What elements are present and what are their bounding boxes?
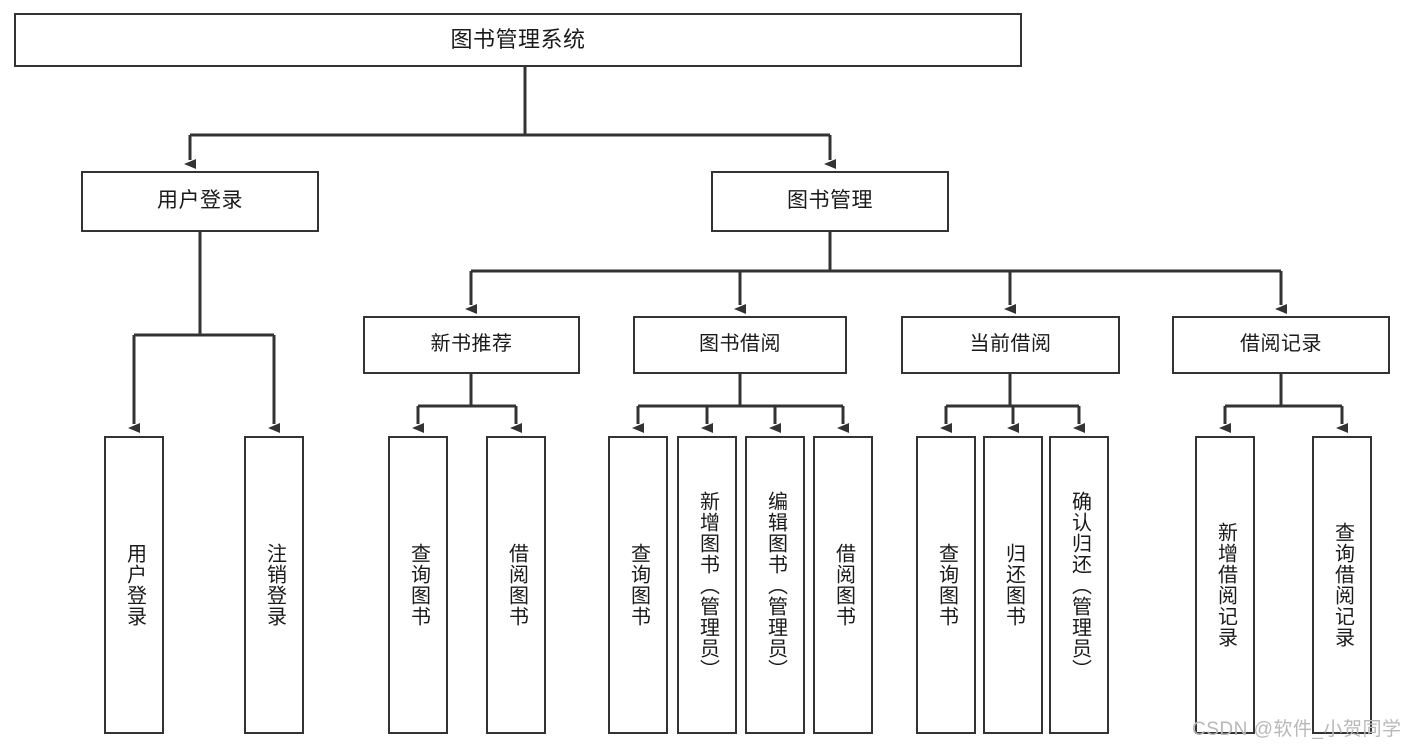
node-leaf-query-record[interactable]: 查询借阅记录 (1312, 436, 1372, 734)
node-user-login-label: 用户登录 (157, 189, 243, 213)
watermark: CSDN @软件_小贺同学 (1192, 719, 1402, 740)
node-leaf-return-book[interactable]: 归还图书 (983, 436, 1043, 734)
node-leaf-user-login[interactable]: 用户登录 (104, 436, 164, 734)
node-leaf-user-login-label: 用户登录 (123, 543, 146, 627)
node-leaf-query-record-label: 查询借阅记录 (1331, 522, 1354, 648)
node-leaf-edit-book-label: 编辑图书（管理员） (764, 490, 787, 680)
node-borrow-record-label: 借阅记录 (1240, 333, 1322, 356)
node-leaf-query-book-rec[interactable]: 查询图书 (388, 436, 448, 734)
node-leaf-borrow-book-rec[interactable]: 借阅图书 (486, 436, 546, 734)
node-borrow-record[interactable]: 借阅记录 (1172, 316, 1390, 374)
node-leaf-confirm-return[interactable]: 确认归还（管理员） (1049, 436, 1109, 734)
node-leaf-query-book-bor-label: 查询图书 (627, 543, 650, 627)
node-leaf-borrow-book[interactable]: 借阅图书 (813, 436, 873, 734)
node-new-book-rec-label: 新书推荐 (430, 333, 513, 356)
node-leaf-add-book[interactable]: 新增图书（管理员） (677, 436, 737, 734)
node-leaf-query-book-rec-label: 查询图书 (407, 543, 430, 627)
node-leaf-add-record-label: 新增借阅记录 (1214, 522, 1237, 648)
node-leaf-logout[interactable]: 注销登录 (244, 436, 304, 734)
node-leaf-borrow-book-rec-label: 借阅图书 (505, 543, 528, 627)
node-leaf-query-book-cur-label: 查询图书 (935, 543, 958, 627)
node-leaf-add-book-label: 新增图书（管理员） (696, 490, 719, 680)
node-leaf-query-book-bor[interactable]: 查询图书 (608, 436, 668, 734)
node-book-borrow-label: 图书借阅 (699, 333, 781, 356)
node-current-borrow-label: 当前借阅 (969, 333, 1052, 356)
node-leaf-query-book-cur[interactable]: 查询图书 (916, 436, 976, 734)
node-leaf-borrow-book-label: 借阅图书 (832, 543, 855, 627)
node-root-label: 图书管理系统 (450, 27, 586, 53)
node-current-borrow[interactable]: 当前借阅 (901, 316, 1120, 374)
node-leaf-edit-book[interactable]: 编辑图书（管理员） (745, 436, 805, 734)
node-leaf-logout-label: 注销登录 (263, 543, 286, 627)
node-book-manage[interactable]: 图书管理 (711, 171, 949, 232)
node-leaf-confirm-return-label: 确认归还（管理员） (1068, 490, 1091, 680)
node-user-login[interactable]: 用户登录 (81, 171, 319, 232)
node-root[interactable]: 图书管理系统 (14, 13, 1022, 67)
node-leaf-add-record[interactable]: 新增借阅记录 (1195, 436, 1255, 734)
node-leaf-return-book-label: 归还图书 (1002, 543, 1025, 627)
node-book-borrow[interactable]: 图书借阅 (633, 316, 847, 374)
node-book-manage-label: 图书管理 (787, 189, 873, 213)
node-new-book-rec[interactable]: 新书推荐 (363, 316, 580, 374)
